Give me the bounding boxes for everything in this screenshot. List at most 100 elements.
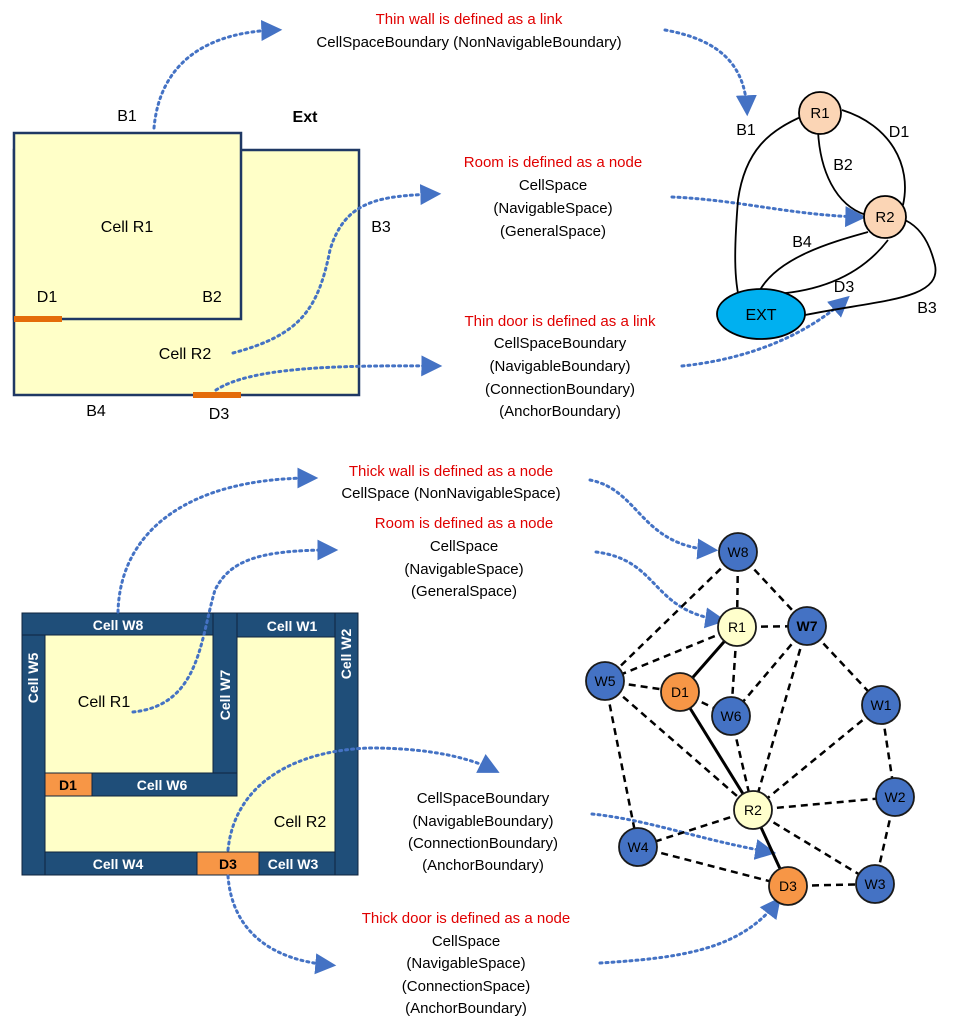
- arrow-d3-to-thick-door-caption: [226, 874, 337, 975]
- node-w8-label: W8: [728, 544, 749, 560]
- node-w6: [711, 696, 751, 736]
- cell-r1-label: Cell R1: [101, 219, 154, 236]
- d3-label: D3: [209, 406, 230, 423]
- thick-wall-title: Thick wall is defined as a node: [349, 463, 553, 480]
- edge-w8-w5: [604, 551, 739, 682]
- edge-w7-r2: [751, 625, 809, 811]
- edge-w5-w4: [603, 680, 640, 848]
- thick-wall-line-1: CellSpace (NonNavigableSpace): [341, 485, 560, 502]
- b4-label: B4: [86, 403, 106, 420]
- thin-door-line-4: (AnchorBoundary): [499, 403, 621, 420]
- node-r2-thick-label: R2: [744, 802, 762, 818]
- room-title: Room is defined as a node: [464, 154, 642, 171]
- edge-b1: [734, 115, 804, 303]
- node-r2-label: R2: [875, 209, 894, 226]
- door-d3: [193, 392, 241, 398]
- arrow-d3-to-caption: [214, 355, 443, 392]
- arrow-w8-to-caption: [116, 467, 319, 614]
- arrow-r1-to-caption: [131, 539, 339, 714]
- arrow-b1-to-caption: [152, 19, 283, 130]
- node-ext-label: EXT: [745, 307, 776, 324]
- node-w3: [855, 864, 895, 904]
- edge-d1-r2: [678, 691, 755, 811]
- thick-door-line-1: CellSpace: [432, 933, 500, 950]
- edge-b1-label: B1: [736, 122, 756, 139]
- node-d1-thick: [660, 672, 700, 712]
- node-w1-label: W1: [871, 697, 892, 713]
- node-w4: [618, 827, 658, 867]
- edge-r2-w4: [637, 808, 754, 849]
- cell-w1-label: Cell W1: [267, 618, 318, 634]
- cell-r1-thick-label: Cell R1: [78, 694, 131, 711]
- arrow-caption-to-graph-d3: [598, 897, 781, 965]
- node-w6-label: W6: [721, 708, 742, 724]
- node-w7-label: W7: [797, 618, 818, 634]
- top-graph-edges: [734, 109, 937, 316]
- b1-label: B1: [117, 108, 137, 125]
- node-w2: [875, 777, 915, 817]
- edge-b4: [759, 231, 869, 291]
- door-d3-thick-label: D3: [219, 856, 237, 872]
- node-ext: [716, 288, 806, 340]
- arrow-caption-to-graph-b1: [663, 28, 757, 117]
- node-w4-label: W4: [628, 839, 649, 855]
- thin-door-title: Thin door is defined as a link: [465, 313, 656, 330]
- thick-door-line-4: (AnchorBoundary): [405, 1000, 527, 1017]
- node-w5-label: W5: [595, 673, 616, 689]
- node-d1-thick-label: D1: [671, 684, 689, 700]
- edge-b3-label: B3: [917, 300, 937, 317]
- top-graph: R1 R2 EXT B1 D1 B2 B4 D3 B3: [716, 91, 937, 340]
- bottom-graph: W8 R1 W7 W5 D1 W6 W1 R2 W2 W4 D3 W3: [585, 532, 915, 906]
- cell-w7-label: Cell W7: [217, 670, 233, 721]
- node-d3-thick-label: D3: [779, 878, 797, 894]
- cell-w1: [236, 612, 336, 638]
- room-thick-line-2: (NavigableSpace): [404, 561, 523, 578]
- cell-w5: [21, 634, 46, 876]
- edge-d3: [775, 239, 889, 295]
- d1-label: D1: [37, 289, 58, 306]
- node-r2: [863, 195, 907, 239]
- bottom-floor-plan: Cell W8 Cell W1 Cell W6 Cell W4 Cell W3 …: [21, 612, 359, 876]
- node-r1: [798, 91, 842, 135]
- edge-r2-w2: [752, 795, 896, 812]
- arrow-d3-to-boundary-caption: [226, 746, 500, 852]
- b3-label: B3: [371, 219, 391, 236]
- bottom-captions: Thick wall is defined as a node CellSpac…: [341, 463, 570, 1017]
- thin-door-line-3: (ConnectionBoundary): [485, 381, 635, 398]
- floor-area: [22, 613, 358, 875]
- edge-b2-label: B2: [833, 157, 853, 174]
- edge-b2: [817, 130, 867, 216]
- node-w8: [718, 532, 758, 572]
- top-captions: Thin wall is defined as a link CellSpace…: [316, 11, 656, 420]
- cell-r2-thick-label: Cell R2: [274, 814, 327, 831]
- thin-door-line-2: (NavigableBoundary): [490, 358, 631, 375]
- room-line-1: CellSpace: [519, 177, 587, 194]
- edge-b4-label: B4: [792, 234, 812, 251]
- arrow-caption-to-graph-w8: [588, 478, 719, 560]
- room-line-3: (GeneralSpace): [500, 223, 606, 240]
- boundary-line-1: CellSpaceBoundary: [417, 790, 550, 807]
- node-d3-thick: [768, 866, 808, 906]
- cell-w2-label: Cell W2: [338, 629, 354, 680]
- door-d1-thick-label: D1: [59, 777, 77, 793]
- node-r1-thick: [717, 607, 757, 647]
- edge-d1-w6: [679, 690, 732, 718]
- arrow-caption-to-graph-r1: [594, 550, 727, 629]
- boundary-line-3: (ConnectionBoundary): [408, 835, 558, 852]
- node-w2-label: W2: [885, 789, 906, 805]
- cell-w2: [334, 612, 359, 876]
- node-w7: [787, 606, 827, 646]
- cell-r1-area: [12, 131, 243, 321]
- edge-d1: [841, 109, 906, 206]
- top-dotted-arrows: [152, 19, 867, 392]
- room-thick-line-1: CellSpace: [430, 538, 498, 555]
- arrow-r2-to-caption: [231, 184, 442, 355]
- cell-w8-label: Cell W8: [93, 617, 144, 633]
- arrow-caption-to-graph-r2: [670, 195, 867, 228]
- edge-b3: [804, 219, 937, 316]
- edge-r1-w5: [604, 625, 738, 683]
- thin-wall-line-1: CellSpaceBoundary (NonNavigableBoundary): [316, 34, 621, 51]
- edge-w4-d3: [637, 845, 789, 888]
- cell-r2-label: Cell R2: [159, 346, 212, 363]
